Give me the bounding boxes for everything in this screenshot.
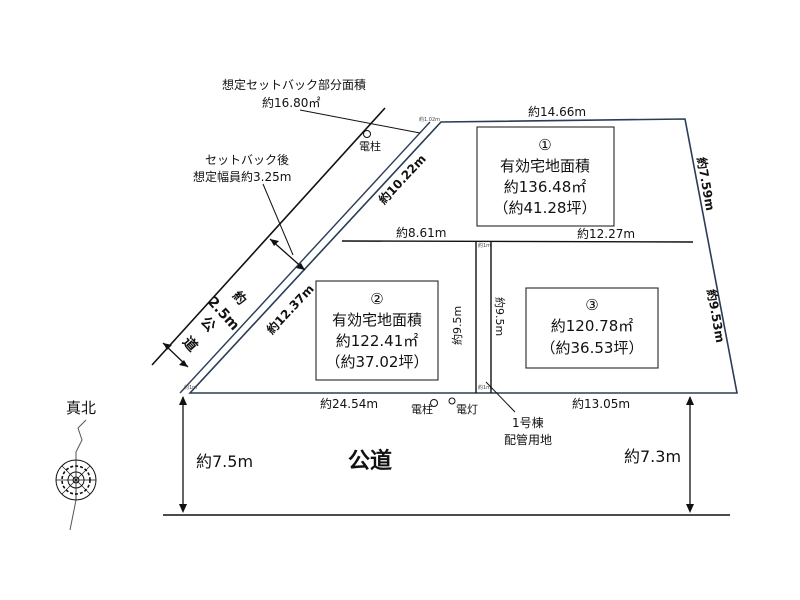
setback-area-leader: [299, 109, 421, 134]
lot2-box: [315, 280, 439, 381]
lot2-area: 約122.41㎡: [336, 332, 419, 350]
dim-diag-lower: 約12.37m: [263, 281, 317, 337]
dim-mid-left: 約8.61m: [396, 225, 446, 240]
dim-right-lower: 約9.53m: [704, 288, 728, 344]
parcel-outline: [188, 118, 738, 394]
utility-pole-label-upper: 電柱: [359, 139, 381, 153]
road-width-right-head-bottom: [686, 504, 694, 513]
lot1-number: ①: [538, 136, 551, 154]
pipe-note-leader: [485, 381, 516, 413]
side-road-arrowhead-a: [163, 343, 172, 350]
dim-tiny-c: 約1m: [184, 384, 197, 391]
setback-width-leader: [262, 183, 294, 256]
side-road-name-1: 公: [197, 314, 218, 335]
north-needle: [75, 419, 87, 462]
lot1-tsubo: （約41.28坪）: [494, 199, 597, 217]
street-light-icon: [448, 397, 456, 405]
lot3-tsubo: （約36.53坪）: [541, 339, 644, 357]
road-name: 公道: [348, 448, 392, 474]
setback-line: [179, 121, 431, 394]
lot1-box: [476, 126, 615, 227]
dim-lot2-right: 約9.5m: [450, 306, 464, 345]
lot2-tsubo: （約37.02坪）: [326, 353, 429, 371]
dim-diag-upper: 約10.22m: [375, 151, 429, 207]
setback-width-arrowhead-b: [296, 263, 305, 270]
setback-width-line1: セットバック後: [205, 153, 289, 167]
road-width-left-head-top: [179, 396, 187, 405]
lot3-area: 約120.78㎡: [551, 317, 634, 335]
dim-tiny-a: 約1m: [478, 242, 491, 249]
dim-bottom-left: 約24.54m: [320, 396, 378, 411]
lot3-number: ③: [585, 296, 598, 314]
street-light-label: 電灯: [456, 403, 478, 416]
setback-area-value: 約16.80㎡: [262, 95, 320, 110]
dim-bottom-right: 約13.05m: [572, 396, 630, 411]
dim-tiny-b: 約1m: [478, 384, 491, 391]
north-label: 真北: [66, 399, 96, 417]
lot3-box: [525, 287, 659, 369]
utility-pole-icon: [363, 130, 371, 138]
pipe-note-line2: 配管用地: [504, 432, 552, 447]
setback-width-arrowhead-a: [270, 239, 279, 246]
north-needle-tail: [69, 499, 77, 531]
lot2-number: ②: [370, 290, 383, 308]
utility-pole-icon: [430, 399, 438, 407]
side-road-arrowhead-b: [179, 360, 188, 367]
side-road-yaku: 約: [229, 288, 250, 308]
pipe-note-line1: 1号棟: [512, 415, 544, 430]
setback-area-title: 想定セットバック部分面積: [222, 77, 366, 92]
divider-upper-lots: [341, 240, 694, 243]
road-width-left-head-bottom: [179, 504, 187, 513]
side-road-name-2: 道: [179, 333, 201, 355]
lot1-area: 約136.48㎡: [504, 178, 587, 196]
dim-top: 約14.66m: [528, 104, 586, 119]
side-road-line: [151, 107, 386, 366]
lot2-title: 有効宅地面積: [332, 311, 422, 329]
lot1-title: 有効宅地面積: [500, 157, 590, 175]
compass-icon: [55, 459, 97, 501]
road-width-left-label: 約7.5m: [196, 452, 253, 471]
setback-width-line2: 想定幅員約3.25m: [193, 169, 291, 184]
utility-pole-label: 電柱: [411, 402, 433, 416]
dim-mid-right: 約12.27m: [577, 226, 635, 241]
dim-lot3-left: 約9.5m: [493, 297, 507, 336]
road-width-right-head-top: [686, 396, 694, 405]
road-width-right-label: 約7.3m: [624, 447, 681, 466]
dim-tiny-top: 約1.02m: [419, 116, 440, 123]
